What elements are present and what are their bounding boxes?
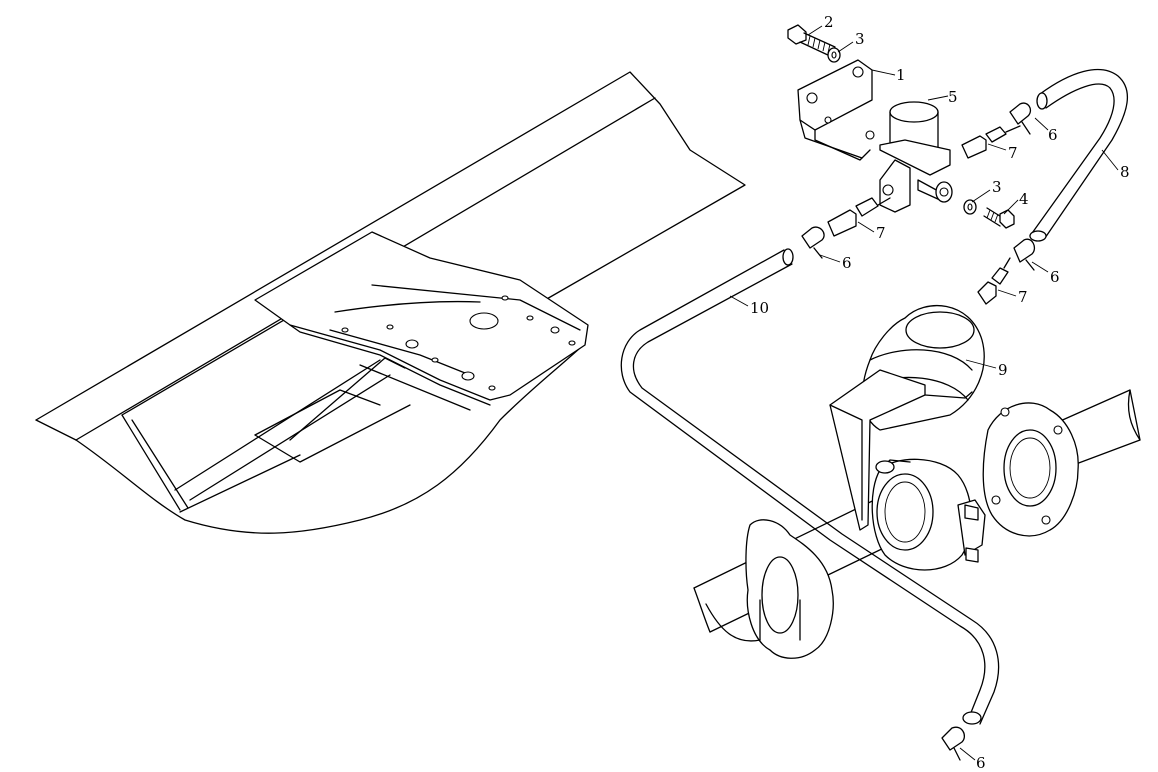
hose-10: [620, 248, 1000, 725]
callout-6a: 6: [1048, 126, 1058, 144]
clamp-6-mid: [1013, 238, 1036, 271]
clamp-6-bottom: [941, 726, 966, 761]
axle-clamp-collar: [871, 458, 986, 571]
callout-3a: 3: [855, 30, 865, 48]
mounting-bracket-plate: [254, 231, 589, 406]
washer-3-lower: [963, 199, 977, 215]
bolt-4: [983, 207, 1015, 229]
callout-7a: 7: [1008, 144, 1018, 162]
clamp-6-upper: [1009, 102, 1032, 135]
callout-labels: 1 2 3 3 4 5 6 6 6 6 7 7 7 8 9 10: [750, 13, 1130, 772]
bolt-2: [787, 24, 836, 57]
callout-2: 2: [824, 13, 834, 31]
callout-7c: 7: [1018, 288, 1028, 306]
axle-flange-right: [982, 402, 1079, 537]
callout-7b: 7: [876, 224, 886, 242]
callout-3b: 3: [992, 178, 1002, 196]
valve-bracket: [797, 59, 875, 161]
callout-1: 1: [896, 66, 906, 84]
callout-5: 5: [948, 88, 958, 106]
callout-6d: 6: [976, 754, 986, 772]
connector-7-lower: [977, 257, 1011, 305]
callout-6c: 6: [1050, 268, 1060, 286]
clamp-6-left: [801, 226, 825, 259]
connector-7-left: [827, 197, 891, 237]
callout-6b: 6: [842, 254, 852, 272]
callout-4: 4: [1019, 190, 1029, 208]
callout-10: 10: [750, 299, 769, 317]
callout-8: 8: [1120, 163, 1130, 181]
canister-mount-bracket: [829, 369, 973, 531]
axle-flange-left: [705, 519, 834, 659]
washer-3-upper: [827, 47, 841, 63]
hose-8: [1029, 68, 1128, 242]
leader-lines: [729, 25, 1119, 761]
callout-9: 9: [998, 361, 1008, 379]
solenoid-valve: [879, 101, 953, 213]
connector-7-right: [961, 125, 1021, 159]
